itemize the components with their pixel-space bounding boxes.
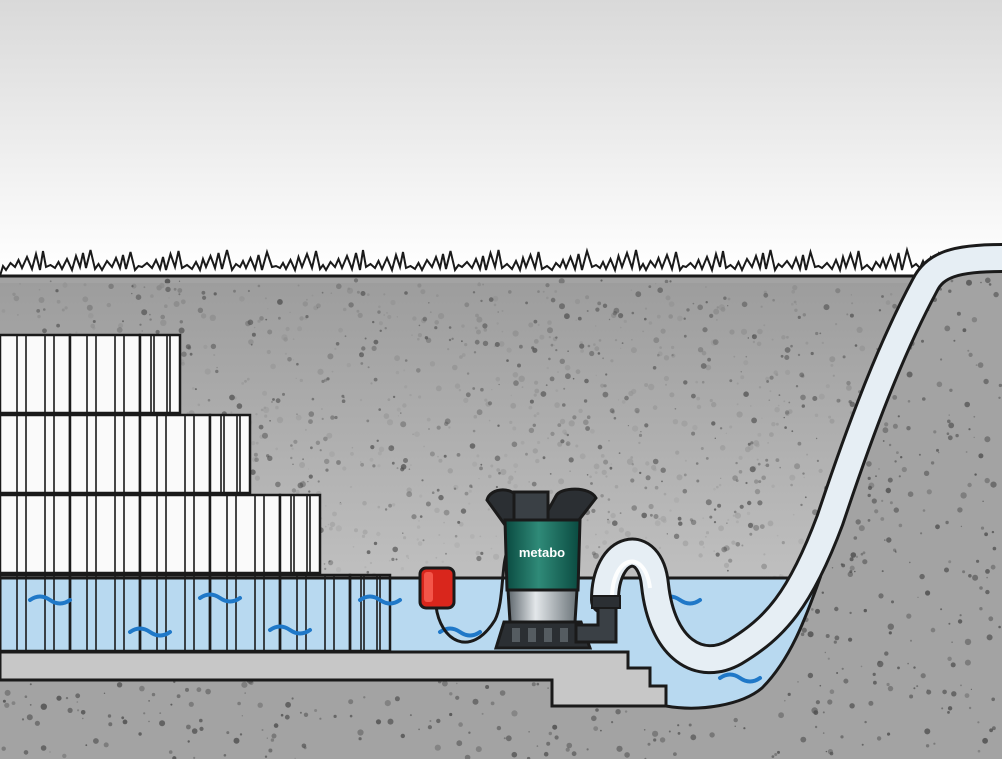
pump-brand-label: metabo — [519, 545, 565, 560]
hose-icon — [590, 243, 1002, 675]
float-switch-icon — [418, 544, 512, 644]
stored-boxes — [0, 333, 392, 653]
grass-icon — [0, 246, 954, 278]
submersible-pump-icon: metabo — [485, 487, 621, 650]
sky — [0, 0, 1002, 270]
